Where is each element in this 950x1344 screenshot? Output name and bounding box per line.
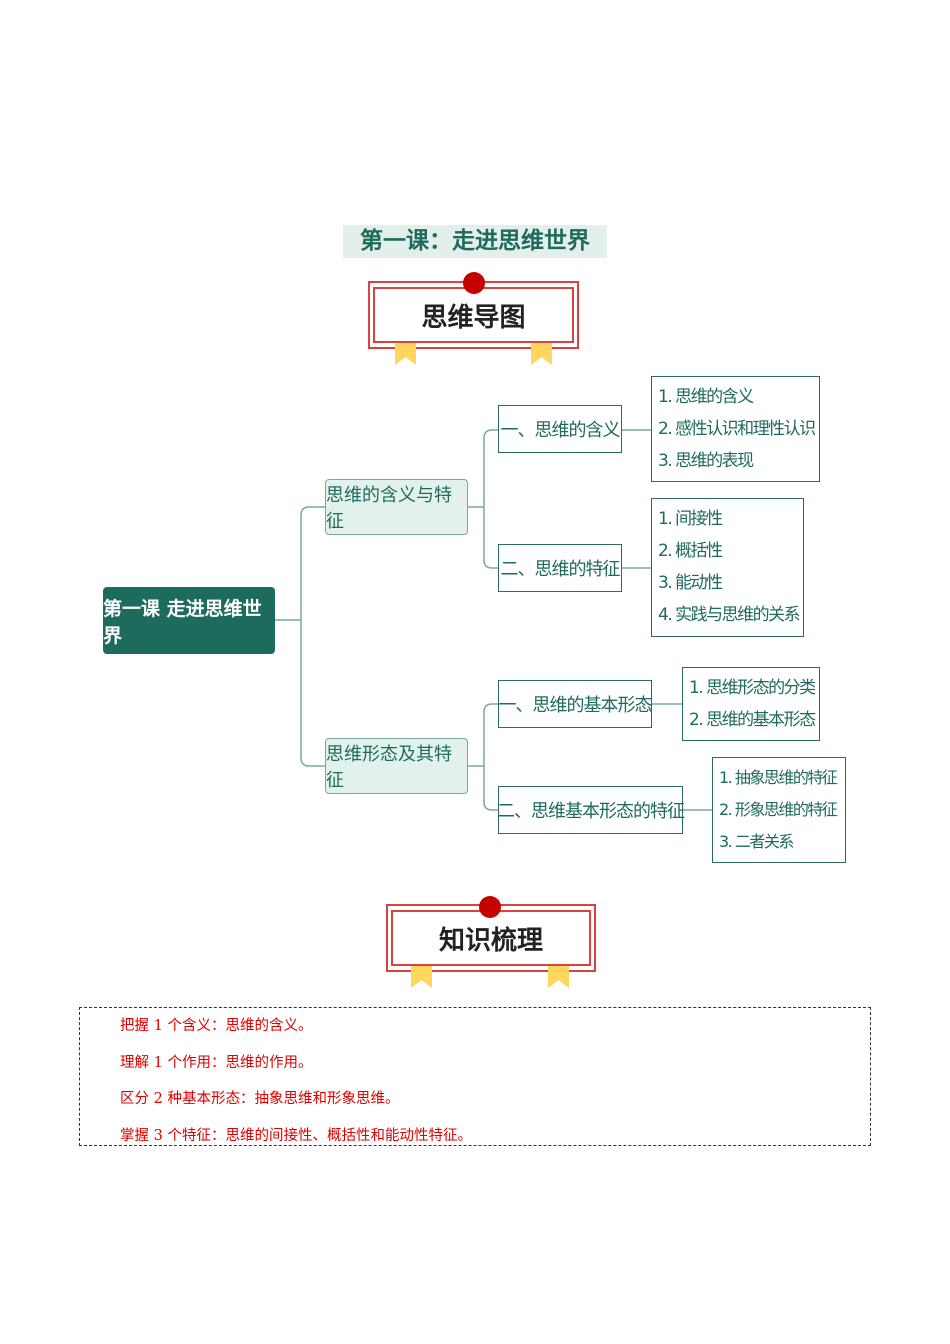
detail-item: 2. 概括性 bbox=[658, 541, 723, 561]
detail-item: 1. 间接性 bbox=[658, 509, 723, 529]
detail-item: 4. 实践与思维的关系 bbox=[658, 605, 801, 625]
summary-line: 理解 1 个作用：思维的作用。 bbox=[120, 1055, 313, 1071]
detail-list: 1. 间接性 2. 概括性 3. 能动性 4. 实践与思维的关系 bbox=[651, 498, 805, 637]
detail-item: 1. 抽象思维的特征 bbox=[719, 768, 838, 787]
banner-mindmap-title: 思维导图 bbox=[373, 287, 574, 343]
branch-node: 思维的含义与特征 bbox=[325, 479, 468, 535]
subtopic-node: 一、思维的含义 bbox=[498, 405, 622, 453]
detail-list: 1. 思维的含义 2. 感性认识和理性认识 3. 思维的表现 bbox=[651, 376, 820, 482]
red-dot-icon bbox=[479, 896, 501, 918]
ribbon-icon bbox=[531, 343, 552, 365]
detail-list: 1. 抽象思维的特征 2. 形象思维的特征 3. 二者关系 bbox=[712, 757, 846, 863]
detail-item: 2. 感性认识和理性认识 bbox=[658, 419, 816, 439]
summary-line: 把握 1 个含义：思维的含义。 bbox=[120, 1018, 313, 1034]
summary-line: 区分 2 种基本形态：抽象思维和形象思维。 bbox=[120, 1091, 400, 1107]
detail-item: 1. 思维形态的分类 bbox=[689, 678, 816, 698]
red-dot-icon bbox=[463, 272, 485, 294]
subtopic-node: 二、思维基本形态的特征 bbox=[497, 786, 685, 834]
ribbon-icon bbox=[395, 343, 416, 365]
detail-item: 1. 思维的含义 bbox=[658, 387, 754, 407]
ribbon-icon bbox=[548, 966, 569, 988]
summary-line: 掌握 3 个特征：思维的间接性、概括性和能动性特征。 bbox=[120, 1128, 472, 1144]
detail-item: 3. 思维的表现 bbox=[658, 451, 754, 471]
detail-list: 1. 思维形态的分类 2. 思维的基本形态 bbox=[682, 667, 820, 741]
banner-summary-title: 知识梳理 bbox=[391, 910, 591, 966]
detail-item: 3. 能动性 bbox=[658, 573, 723, 593]
detail-item: 3. 二者关系 bbox=[719, 832, 794, 851]
summary-box bbox=[79, 1007, 871, 1146]
branch-node: 思维形态及其特征 bbox=[325, 738, 468, 794]
ribbon-icon bbox=[411, 966, 432, 988]
detail-item: 2. 形象思维的特征 bbox=[719, 800, 838, 819]
detail-item: 2. 思维的基本形态 bbox=[689, 710, 816, 730]
lesson-title: 第一课：走进思维世界 bbox=[343, 225, 607, 258]
subtopic-node: 二、思维的特征 bbox=[498, 544, 622, 592]
subtopic-node: 一、思维的基本形态 bbox=[498, 680, 653, 728]
mindmap-root: 第一课 走进思维世界 bbox=[103, 587, 275, 654]
